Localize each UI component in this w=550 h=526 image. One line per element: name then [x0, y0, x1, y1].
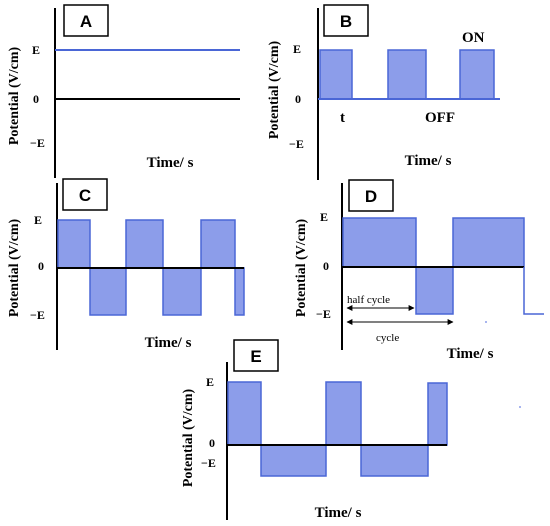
- panel-c-x-axis-label: Time/ s: [145, 335, 192, 351]
- panel-d: D E 0 −E half cycle cycle Potential (V/c…: [294, 179, 544, 362]
- panel-e-tick-e: E: [206, 375, 214, 389]
- panel-b: B E 0 −E ON OFF t Potential (V/cm) Time/…: [267, 4, 500, 180]
- panel-c-positive-half-2: [125, 219, 164, 269]
- panel-e-tick-zero: 0: [209, 436, 215, 450]
- panel-e-positive-half-3: [427, 382, 448, 446]
- panel-e-stray-dot: [519, 406, 521, 408]
- panel-c-y-axis-label: Potential (V/cm): [7, 218, 22, 317]
- panel-b-off-label: OFF: [425, 110, 455, 126]
- panel-d-trailing-negative: [523, 267, 544, 315]
- panel-b-on-label: ON: [462, 30, 485, 46]
- panel-e-positive-half-1: [227, 381, 262, 446]
- panel-a-tick-e: E: [32, 43, 40, 57]
- panel-d-positive-half-1: [342, 217, 417, 268]
- panel-a-label: A: [80, 12, 92, 31]
- panel-d-positive-half-2: [452, 217, 525, 268]
- panel-b-tick-minus-e: −E: [289, 137, 304, 151]
- panel-d-y-axis-label: Potential (V/cm): [294, 218, 309, 317]
- panel-c-tick-minus-e: −E: [30, 308, 45, 322]
- panel-b-pulse-1: [319, 49, 353, 100]
- panel-c-label: C: [79, 186, 91, 205]
- panel-b-tick-e: E: [293, 42, 301, 56]
- panel-e-y-axis-label: Potential (V/cm): [181, 388, 196, 487]
- panel-c-positive-half-1: [57, 219, 91, 269]
- panel-d-stray-dot: [485, 321, 487, 323]
- panel-b-pulse-3: [459, 49, 495, 100]
- panel-d-negative-half-1: [415, 266, 454, 315]
- panel-a-tick-minus-e: −E: [30, 136, 45, 150]
- panel-c-tick-zero: 0: [38, 259, 44, 273]
- panel-a: A E 0 −E Potential (V/cm) Time/ s: [7, 4, 240, 178]
- panel-d-tick-minus-e: −E: [316, 307, 331, 321]
- panel-e-negative-half-1: [260, 444, 327, 477]
- panel-b-t-label: t: [340, 110, 345, 126]
- panel-e-label-box: [233, 339, 279, 372]
- panel-a-y-axis-label: Potential (V/cm): [7, 46, 22, 145]
- panel-d-tick-zero: 0: [323, 259, 329, 273]
- panel-a-tick-zero: 0: [33, 92, 39, 106]
- panel-e-x-axis-label: Time/ s: [315, 505, 362, 521]
- panel-a-x-axis-label: Time/ s: [147, 155, 194, 171]
- panel-d-label: D: [365, 187, 377, 206]
- panel-e-label: E: [250, 347, 261, 366]
- panel-d-x-axis-label: Time/ s: [447, 346, 494, 362]
- panel-d-cycle-label: cycle: [376, 332, 399, 344]
- panel-b-tick-zero: 0: [295, 92, 301, 106]
- panel-e-positive-half-2: [325, 381, 362, 446]
- panel-e-tick-minus-e: −E: [201, 456, 216, 470]
- panel-b-y-axis-label: Potential (V/cm): [267, 40, 282, 139]
- panel-c-negative-half-2: [162, 267, 202, 316]
- panel-c-tick-e: E: [34, 213, 42, 227]
- panel-c-negative-half-1: [89, 267, 127, 316]
- panel-c-label-box: [62, 178, 108, 211]
- panel-d-label-box: [348, 179, 394, 212]
- panel-d-half-cycle-label: half cycle: [347, 294, 390, 306]
- panel-a-label-box: [63, 4, 109, 37]
- panel-b-pulse-2: [387, 49, 427, 100]
- panel-c: C E 0 −E Potential (V/cm) Time/ s: [7, 178, 245, 351]
- panel-e: E E 0 −E Potential (V/cm) Time/ s: [181, 339, 521, 521]
- panel-c-positive-half-3: [200, 219, 236, 269]
- panel-d-tick-e: E: [320, 210, 328, 224]
- panel-c-negative-half-3: [234, 267, 245, 316]
- panel-b-label-box: [323, 4, 369, 37]
- panel-b-label: B: [340, 12, 352, 31]
- panel-e-negative-half-2: [360, 444, 429, 477]
- panel-b-x-axis-label: Time/ s: [405, 153, 452, 169]
